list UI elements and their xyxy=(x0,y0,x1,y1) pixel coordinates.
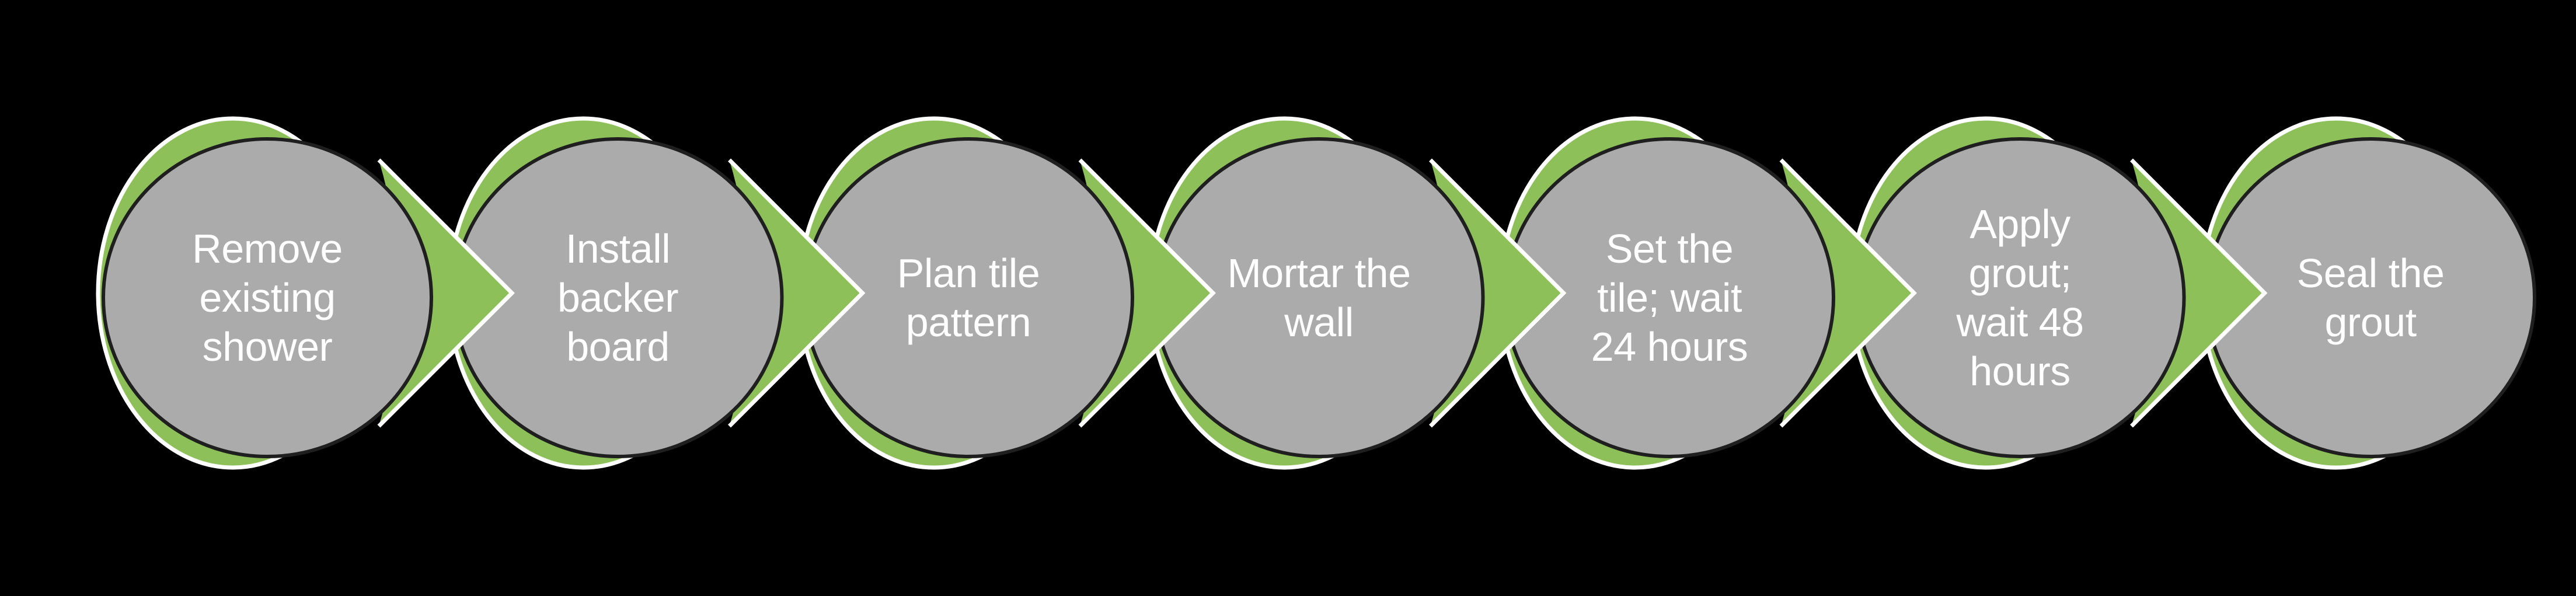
step-label-1: Remove existing shower xyxy=(159,181,375,414)
step-label-line: shower xyxy=(202,324,333,370)
arrow-outline xyxy=(1078,158,1216,428)
step-label-line: board xyxy=(566,324,670,370)
step-label-line: existing xyxy=(199,275,336,320)
step-label-line: hours xyxy=(1970,348,2070,394)
step-label-line: wall xyxy=(1284,299,1354,345)
step-label-line: Set the xyxy=(1605,226,1734,271)
arrow-outline xyxy=(377,158,515,428)
step-label-line: pattern xyxy=(905,299,1031,345)
step-label-3: Plan tile pattern xyxy=(860,181,1076,414)
process-step-6-shape xyxy=(1849,116,2268,470)
process-step-3-shape xyxy=(797,116,1216,470)
step-label-7: Seal the grout xyxy=(2263,181,2479,414)
arrow-outline xyxy=(1779,158,1917,428)
arrow-outline xyxy=(2130,158,2268,428)
step-label-6: Apply grout; wait 48 hours xyxy=(1912,181,2128,414)
process-step-5-shape xyxy=(1498,116,1917,470)
process-step-1-shape xyxy=(96,116,515,470)
step-label-line: Plan tile xyxy=(897,250,1040,296)
step-label-2: Install backer board xyxy=(510,181,726,414)
step-label-4: Mortar the wall xyxy=(1211,181,1427,414)
step-label-line: tile; wait xyxy=(1597,275,1742,320)
arrow-outline xyxy=(728,158,866,428)
step-label-line: backer xyxy=(557,275,679,320)
step-label-line: Seal the xyxy=(2296,250,2445,296)
step-label-line: Apply xyxy=(1970,201,2070,247)
step-label-line: grout xyxy=(2324,299,2417,345)
step-label-line: Remove xyxy=(192,226,343,271)
step-label-line: wait 48 xyxy=(1956,299,2084,345)
step-label-line: grout; xyxy=(1968,250,2072,296)
step-label-line: Mortar the xyxy=(1227,250,1411,296)
step-label-line: 24 hours xyxy=(1591,324,1748,370)
process-step-7-shape xyxy=(2199,116,2536,470)
step-label-5: Set the tile; wait 24 hours xyxy=(1561,181,1777,414)
arrow-outline xyxy=(1429,158,1567,428)
process-step-2-shape xyxy=(447,116,866,470)
step-inner-circle xyxy=(102,137,433,458)
step-label-line: Install xyxy=(565,226,671,271)
